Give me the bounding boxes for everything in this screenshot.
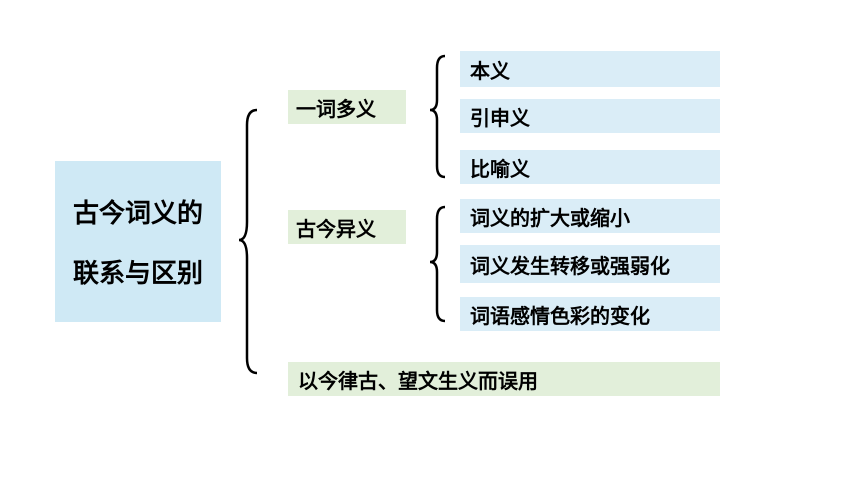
category-gujinyiyi: 古今异义	[288, 210, 406, 244]
root-topic: 古今词义的 联系与区别	[55, 161, 221, 322]
leaf-ganqing-secai: 词语感情色彩的变化	[460, 297, 720, 331]
main-brace	[238, 108, 258, 375]
brace-yicduoyi	[429, 54, 446, 179]
leaf-benyi: 本义	[460, 51, 720, 87]
leaf-kuoda-suoxiao: 词义的扩大或缩小	[460, 199, 720, 233]
leaf-biyuyi: 比喻义	[460, 150, 720, 184]
category-yicduoyi: 一词多义	[288, 90, 406, 124]
root-line-2: 联系与区别	[72, 259, 203, 290]
leaf-yinshenyi: 引申义	[460, 99, 720, 133]
leaf-zhuanyi-qiangruohua: 词义发生转移或强弱化	[460, 245, 720, 283]
bottom-note: 以今律古、望文生义而误用	[288, 362, 720, 396]
root-line-1: 古今词义的	[72, 198, 203, 229]
brace-gujinyiyi	[429, 205, 446, 323]
